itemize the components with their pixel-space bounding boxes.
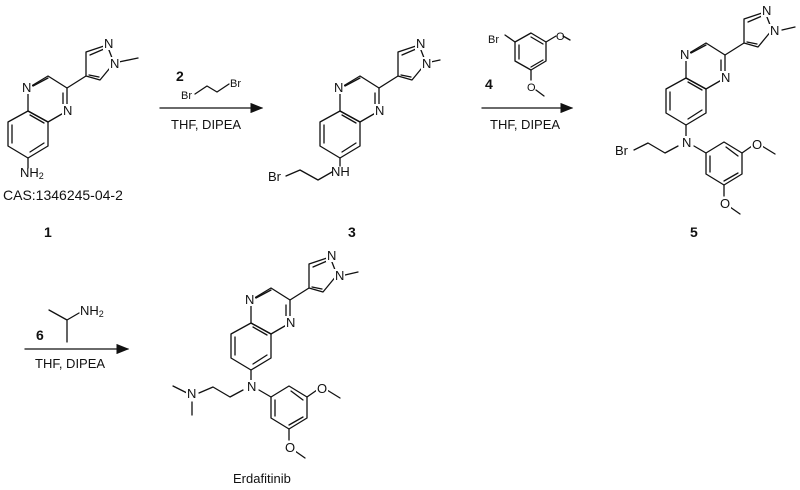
atom-label-n: N <box>62 103 74 118</box>
compound-3-bromine-label: Br <box>268 169 281 184</box>
compound-3-label: 3 <box>348 224 356 240</box>
atom-label-o: O <box>316 381 329 396</box>
atom-label-n: N <box>374 103 386 118</box>
reagent-4-number: 4 <box>485 76 493 92</box>
reagent-4-o-bottom: O <box>527 82 536 94</box>
reagent-2-br-left: Br <box>181 90 192 102</box>
atom-label-n: N <box>421 56 433 71</box>
compound-3-amine-label: NH <box>331 164 350 179</box>
compound-1-cas-number: CAS:1346245-04-2 <box>3 187 123 203</box>
atom-label-n: N <box>334 268 346 283</box>
dimethoxybromobenzene-structure <box>504 32 571 97</box>
step-1-conditions: THF, DIPEA <box>171 117 242 132</box>
atom-label-n: N <box>103 36 115 51</box>
atom-label-n: N <box>679 47 691 62</box>
atom-label-n: N <box>333 80 345 95</box>
dibromoethane-structure <box>194 83 230 95</box>
reagent-4-o-top: O <box>556 31 565 43</box>
atom-label-n: N <box>720 70 732 85</box>
atom-label-n: N <box>246 379 258 394</box>
isopropylamine-structure <box>48 309 80 343</box>
atom-label-o: O <box>284 440 297 455</box>
reagent-2-br-right: Br <box>230 78 241 90</box>
atom-label-n: N <box>769 23 781 38</box>
reagent-4-br: Br <box>488 34 499 46</box>
atom-label-n: N <box>21 80 33 95</box>
compound-3-structure <box>285 44 441 181</box>
atom-label-o: O <box>719 196 732 211</box>
atom-label-n: N <box>326 248 338 263</box>
atom-label-n: N <box>109 56 121 71</box>
atom-label-n: N <box>761 3 773 18</box>
reagent-6-amine-label: NH2 <box>80 303 104 320</box>
compound-1-structure <box>7 44 139 169</box>
step-2-conditions: THF, DIPEA <box>490 117 561 132</box>
atom-label-n: N <box>244 292 256 307</box>
erdafitinib-label: Erdafitinib <box>233 471 291 486</box>
step-3-conditions: THF, DIPEA <box>35 356 106 371</box>
reagent-2-number: 2 <box>176 68 184 84</box>
compound-5-bromine-label: Br <box>615 143 628 158</box>
atom-label-n: N <box>285 315 297 330</box>
reagent-6-number: 6 <box>36 327 44 343</box>
compound-1-label: 1 <box>44 224 52 240</box>
atom-label-n: N <box>415 36 427 51</box>
atom-label-n: N <box>186 386 198 401</box>
compound-5-structure <box>633 11 796 215</box>
atom-label-o: O <box>751 137 764 152</box>
erdafitinib-structure <box>172 256 359 459</box>
compound-5-label: 5 <box>690 224 698 240</box>
compound-1-amine-label: NH2 <box>20 165 44 182</box>
atom-label-n: N <box>681 135 693 150</box>
